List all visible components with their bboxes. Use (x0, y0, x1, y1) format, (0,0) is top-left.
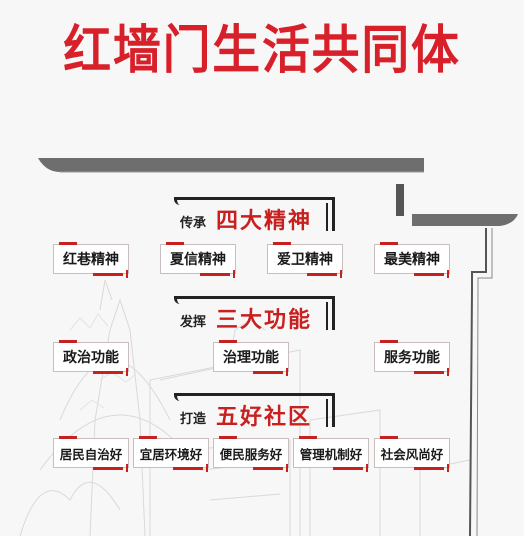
tag-label: 居民自治好 (59, 446, 123, 462)
tag-label: 政治功能 (63, 350, 119, 366)
tag-item: 服务功能 (374, 340, 450, 376)
tag-item: 夏信精神 (160, 242, 236, 278)
tag-item: 红巷精神 (53, 242, 129, 278)
section-head-community: 打造 五好社区 (174, 393, 336, 431)
tag-item: 居民自治好 (53, 436, 129, 472)
section-prefix: 传承 (180, 216, 207, 231)
section-head-function: 发挥 三大功能 (174, 296, 336, 334)
tag-item: 治理功能 (213, 340, 289, 376)
tag-label: 服务功能 (384, 350, 440, 366)
tag-item: 宜居环境好 (133, 436, 209, 472)
section-heading: 三大功能 (216, 308, 313, 333)
tag-label: 红巷精神 (63, 252, 119, 268)
tag-item: 爱卫精神 (267, 242, 343, 278)
tag-label: 社会风尚好 (380, 446, 444, 462)
tag-label: 爱卫精神 (277, 252, 333, 268)
tag-item: 便民服务好 (213, 436, 289, 472)
section-prefix: 打造 (180, 412, 207, 427)
section-prefix: 发挥 (180, 315, 207, 330)
tag-item: 管理机制好 (293, 436, 369, 472)
section-heading: 四大精神 (216, 209, 313, 234)
tag-label: 管理机制好 (299, 446, 363, 462)
tag-item: 政治功能 (53, 340, 129, 376)
tag-label: 治理功能 (223, 350, 279, 366)
tag-label: 宜居环境好 (139, 446, 203, 462)
tag-item: 社会风尚好 (374, 436, 450, 472)
section-head-spirit: 传承 四大精神 (174, 197, 336, 235)
tag-label: 夏信精神 (170, 252, 226, 268)
tag-item: 最美精神 (374, 242, 450, 278)
section-heading: 五好社区 (216, 405, 313, 430)
page-title: 红墙门生活共同体 (63, 21, 461, 81)
tag-label: 最美精神 (384, 252, 440, 268)
tag-label: 便民服务好 (219, 446, 283, 462)
